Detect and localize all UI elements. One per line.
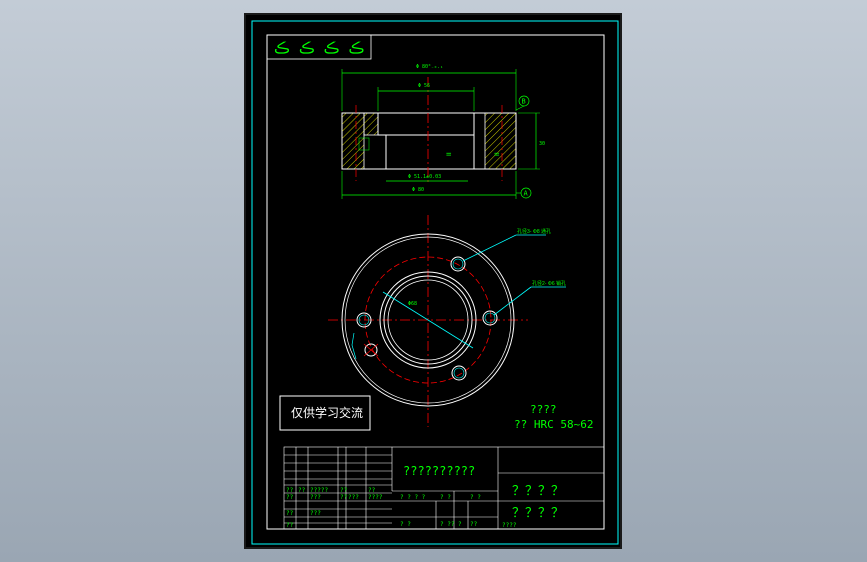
hole-left-upper: [356, 312, 372, 328]
dim-bottom-overall: Φ 80: [412, 187, 424, 193]
callout-hole-2: 孔径2- Φ6 销孔: [532, 280, 566, 287]
cell-1: ??: [298, 487, 306, 494]
cell-8: ???: [348, 494, 359, 501]
dim-height: 30: [539, 141, 545, 147]
leader-1: [462, 234, 517, 262]
bore-circle-2: [387, 279, 469, 361]
top-left-marks: ڪ ڪ ڪ ڪ: [274, 39, 364, 57]
hatch-right-outer: [484, 112, 517, 170]
bolt-circle: [364, 256, 492, 384]
title-block: [283, 446, 605, 530]
cell-18: ??: [470, 521, 478, 528]
leader-2: [493, 286, 532, 316]
cad-drawing: ڪ ڪ ڪ ڪ = = Φ 80⁰₋₀.₁ Φ 56 Φ 51.1±0.03: [251, 20, 619, 545]
hole-bottom: [451, 365, 467, 381]
hole-left-lower: [364, 343, 378, 357]
title-block-right-1: ？？？？: [512, 484, 564, 499]
callout-hole-1: 孔径3- Φ8 通孔: [517, 228, 551, 235]
dim-inner-lower: Φ 51.1±0.03: [408, 174, 441, 180]
title-block-name: ??????????: [403, 464, 475, 478]
datum-b-label: B: [522, 98, 526, 106]
drawing-sheet: ڪ ڪ ڪ ڪ = = Φ 80⁰₋₀.₁ Φ 56 Φ 51.1±0.03: [244, 13, 622, 549]
cell-5: ??: [286, 494, 294, 501]
outer-circle: [341, 233, 515, 407]
cell-15: ??: [286, 522, 294, 529]
cell-3: ??: [340, 487, 348, 494]
cell-10: ? ? ? ?: [400, 494, 426, 501]
outer-circle-chamfer: [344, 236, 512, 404]
hole-right: [482, 310, 498, 326]
outer-border: [251, 20, 619, 545]
svg-text:=: =: [446, 150, 452, 160]
dim-radial: Φ68: [408, 301, 417, 307]
dim-bore: Φ 56: [418, 83, 430, 89]
svg-text:=: =: [494, 150, 500, 160]
hatch-left-outer: [341, 112, 365, 170]
cell-14: ???: [310, 510, 321, 517]
cell-12: ? ?: [470, 494, 481, 501]
section-view: = = Φ 80⁰₋₀.₁ Φ 56 Φ 51.1±0.03 Φ 80 30 B…: [341, 64, 545, 199]
plan-view: Φ68 孔径3- Φ8 通孔 孔径2- Φ6 销孔: [328, 215, 566, 427]
hole-top: [450, 256, 466, 272]
cell-4: ??: [368, 487, 376, 494]
hatch-left-inner: [363, 112, 379, 136]
cell-17: ? ?? ?: [440, 521, 462, 528]
watermark-text: 仅供学习交流: [291, 405, 363, 420]
cell-2: ?????: [310, 487, 328, 494]
dim-top-overall: Φ 80⁰₋₀.₁: [416, 64, 443, 70]
datum-a-label: A: [524, 190, 529, 198]
title-block-right-2: ？？？？: [512, 506, 564, 521]
cell-0: ??: [286, 487, 294, 494]
cell-6: ???: [310, 494, 321, 501]
note-body: ?? HRC 58~62: [514, 418, 593, 431]
watermark-box: [279, 395, 371, 431]
cell-19: ????: [502, 522, 517, 529]
note-title: ????: [530, 403, 557, 416]
cell-7: ??: [340, 494, 348, 501]
title-block-small-cells: ?? ?? ????? ?? ?? ?? ??? ?? ??? ???? ? ?…: [286, 487, 517, 529]
dim-radial-line: [382, 291, 474, 349]
bore-outline: [377, 112, 475, 136]
bore-circle-1: [383, 275, 473, 365]
cell-16: ? ?: [400, 521, 411, 528]
dim-arc-left: [351, 332, 357, 360]
marks-box: [266, 34, 372, 60]
cell-11: ? ?: [440, 494, 451, 501]
bore-step-circle: [379, 271, 477, 369]
cell-13: ??: [286, 510, 294, 517]
cell-9: ????: [368, 494, 383, 501]
